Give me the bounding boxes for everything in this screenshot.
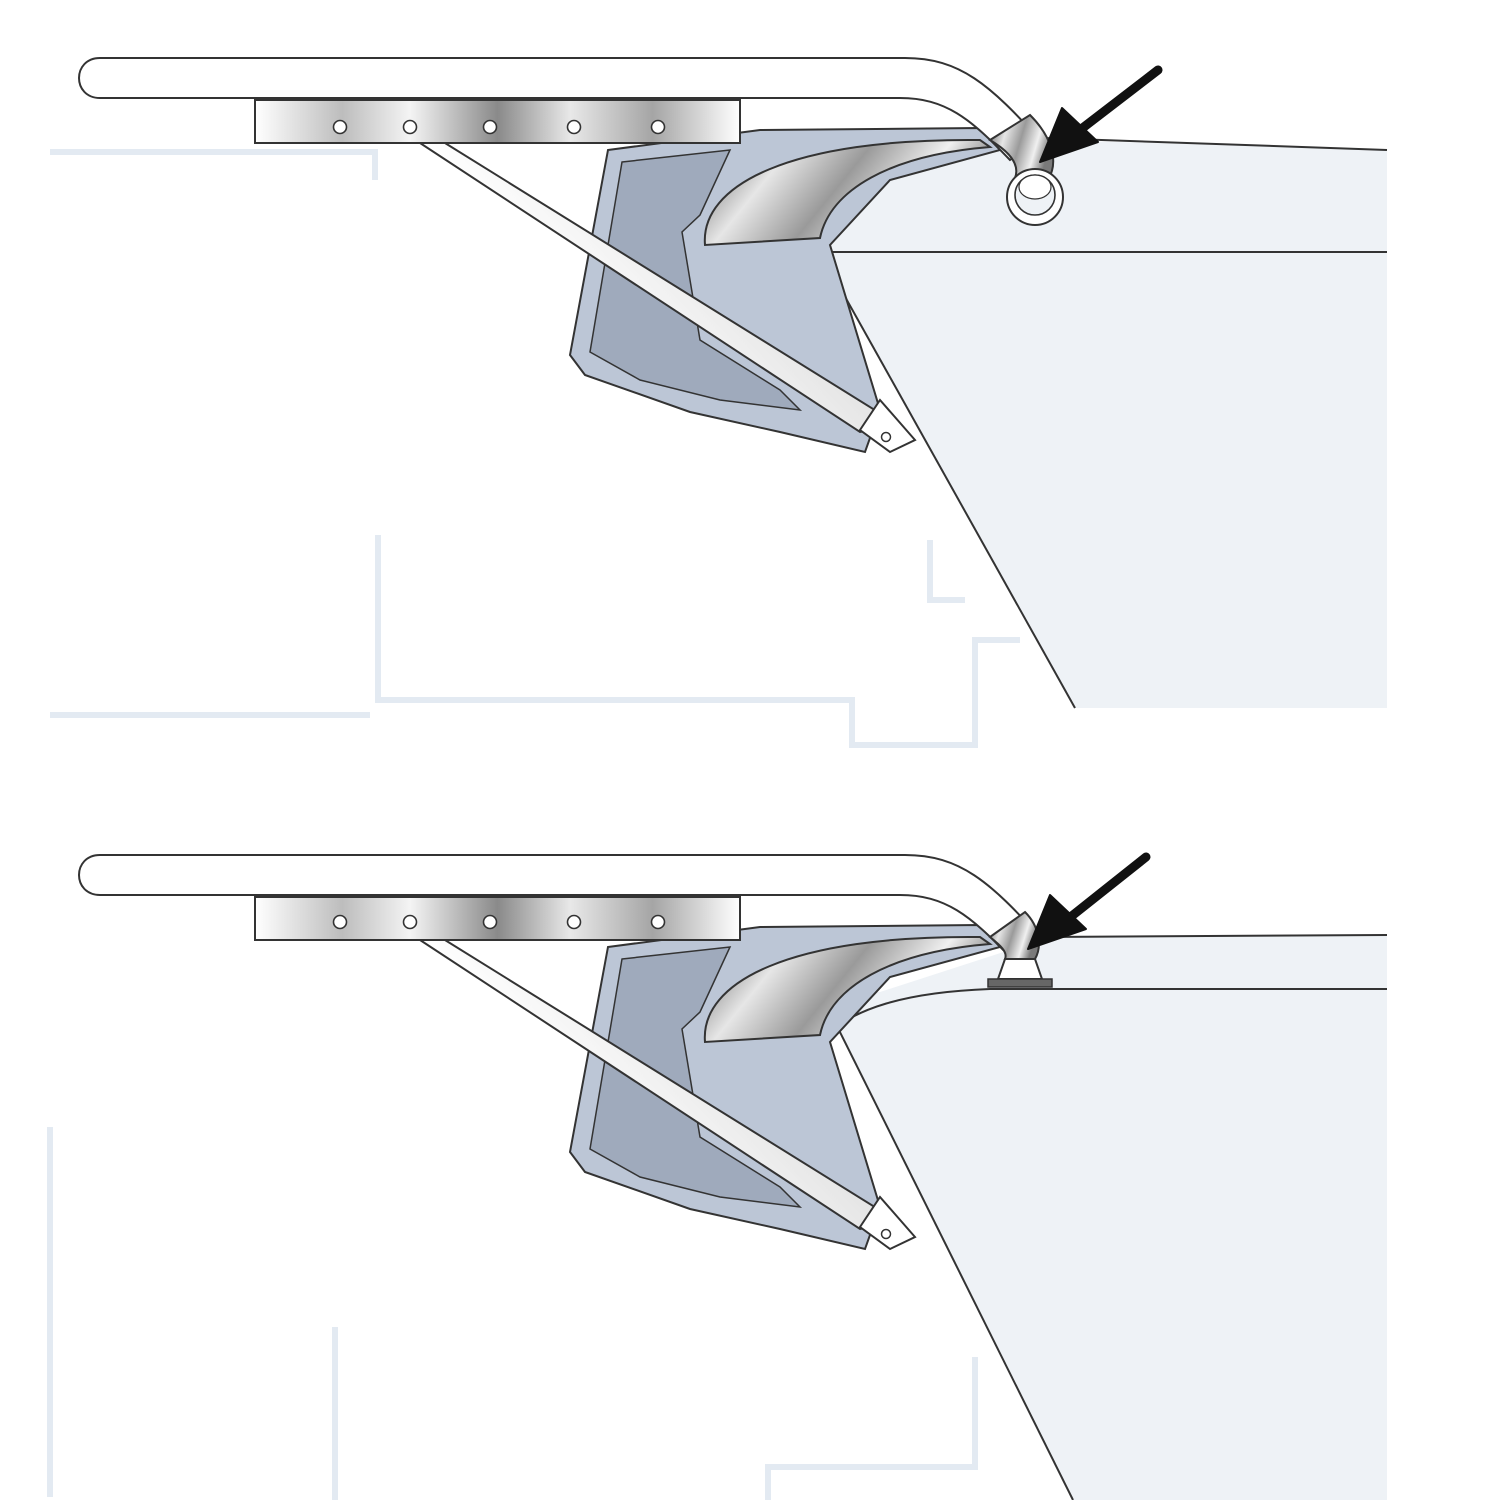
hull-body-extended bbox=[820, 992, 1387, 1500]
mount-hole-icon bbox=[566, 914, 582, 930]
mount-hole-icon bbox=[650, 914, 666, 930]
mount-hole-icon bbox=[402, 914, 418, 930]
mount-hole-icon bbox=[482, 914, 498, 930]
panel-top bbox=[50, 58, 1387, 745]
mount-hole-icon bbox=[332, 914, 348, 930]
top-rail-bottom bbox=[78, 854, 1042, 959]
pipe-end-socket bbox=[1006, 168, 1064, 226]
mounting-plate-bottom bbox=[254, 896, 741, 941]
background-construction-lines-bottom bbox=[47, 1127, 978, 1500]
hull-edge-line-extended bbox=[819, 991, 1074, 1500]
deck-base-mount bbox=[987, 958, 1053, 988]
panel-bottom bbox=[47, 852, 1388, 1500]
pointer-arrow-icon bbox=[1027, 852, 1151, 950]
pointer-arrow-icon bbox=[1039, 65, 1163, 163]
deck-top-line-bottom bbox=[1044, 934, 1388, 938]
